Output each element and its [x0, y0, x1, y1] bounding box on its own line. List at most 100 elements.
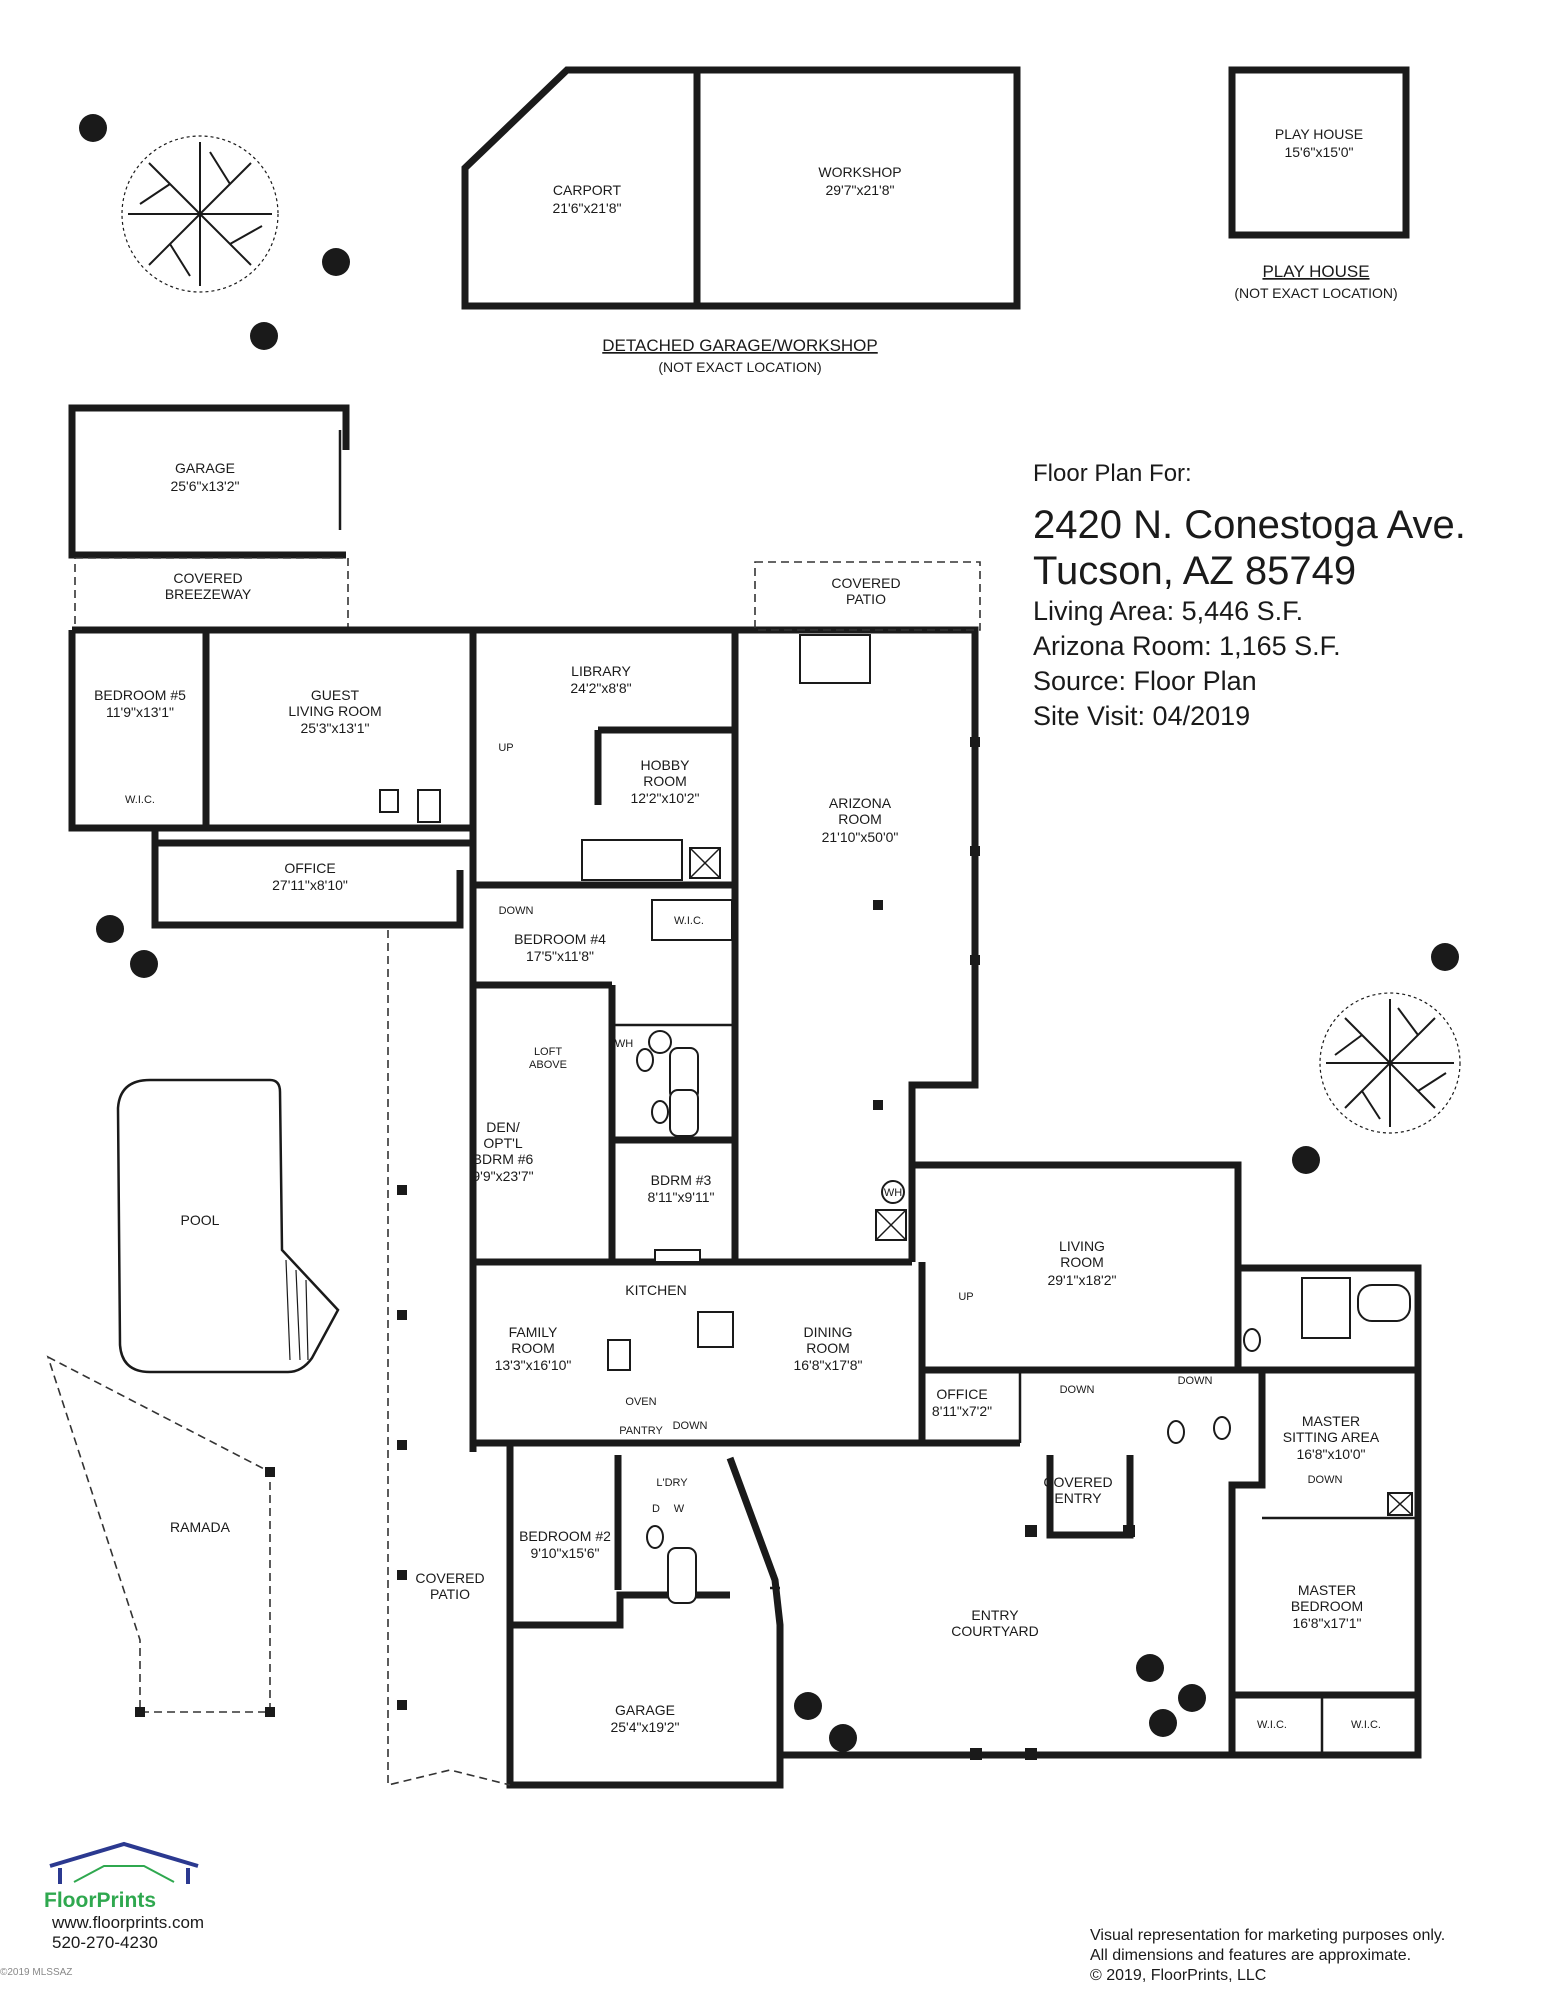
arizona-label-1: ARIZONA — [829, 795, 892, 811]
guest-living-dims: 25'3"x13'1" — [300, 720, 369, 736]
disclaimer-line-3: © 2019, FloorPrints, LLC — [1090, 1967, 1267, 1984]
down-label-1: DOWN — [499, 905, 534, 917]
room-labels: CARPORT 21'6"x21'8" WORKSHOP 29'7"x21'8"… — [94, 126, 1398, 1735]
dining-label-2: ROOM — [806, 1340, 850, 1356]
tree-icon — [121, 135, 1461, 1134]
breezeway-label-2: BREEZEWAY — [165, 586, 252, 602]
play-house-building — [1228, 66, 1410, 239]
playhouse-dims: 15'6"x15'0" — [1284, 144, 1353, 160]
down-label-4: DOWN — [1178, 1375, 1213, 1387]
master-bedroom-label-2: BEDROOM — [1291, 1598, 1363, 1614]
top-garage — [68, 404, 350, 559]
master-sitting-dims: 16'8"x10'0" — [1296, 1446, 1365, 1462]
detached-garage-workshop — [461, 66, 1021, 310]
mls-watermark: ©2019 MLSSAZ — [0, 1967, 73, 1978]
bedroom5-label: BEDROOM #5 — [94, 687, 186, 703]
carport-label: CARPORT — [553, 182, 622, 198]
arizona-dims: 21'10"x50'0" — [822, 829, 899, 845]
den-dims: 9'9"x23'7" — [472, 1168, 533, 1184]
arizona-room-area: Arizona Room: 1,165 S.F. — [1033, 631, 1341, 661]
master-sitting-label-2: SITTING AREA — [1283, 1429, 1380, 1445]
ramada-label: RAMADA — [170, 1519, 231, 1535]
playhouse-label: PLAY HOUSE — [1275, 126, 1363, 142]
master-sitting-label-1: MASTER — [1302, 1413, 1360, 1429]
patio-left-label-2: PATIO — [430, 1586, 470, 1602]
dining-label-1: DINING — [804, 1324, 853, 1340]
office-left-label: OFFICE — [284, 860, 335, 876]
bdrm3-dims: 8'11"x9'11" — [648, 1189, 715, 1205]
covered-patio-left-outline — [387, 930, 511, 1787]
bedroom5-dims: 11'9"x13'1" — [106, 704, 174, 720]
bedroom4-label: BEDROOM #4 — [514, 931, 606, 947]
property-info: Floor Plan For: 2420 N. Conestoga Ave. T… — [1033, 460, 1513, 734]
guest-living-label-1: GUEST — [311, 687, 360, 703]
office-mid-dims: 8'11"x7'2" — [932, 1403, 992, 1419]
covered-entry-label-2: ENTRY — [1054, 1490, 1102, 1506]
master-bedroom-label-1: MASTER — [1298, 1582, 1356, 1598]
carport-dims: 21'6"x21'8" — [552, 200, 621, 216]
master-bedroom-dims: 16'8"x17'1" — [1292, 1615, 1361, 1631]
detached-title: DETACHED GARAGE/WORKSHOP — [602, 336, 878, 355]
website-link[interactable]: www.floorprints.com — [52, 1913, 205, 1932]
playhouse-note: (NOT EXACT LOCATION) — [1234, 285, 1397, 301]
disclaimer-line-2: All dimensions and features are approxim… — [1090, 1947, 1412, 1964]
hobby-label-2: ROOM — [643, 773, 687, 789]
bedroom2-label: BEDROOM #2 — [519, 1528, 611, 1544]
phone-number: 520-270-4230 — [52, 1933, 158, 1952]
covered-entry-label-1: COVERED — [1043, 1474, 1112, 1490]
structural-posts — [397, 737, 1135, 1760]
top-garage-label: GARAGE — [175, 460, 235, 476]
office-mid-label: OFFICE — [936, 1386, 987, 1402]
brand-name-a: Floor — [44, 1889, 97, 1912]
laundry-washer-label: W — [674, 1503, 685, 1515]
down-label-5: DOWN — [1308, 1474, 1343, 1486]
entry-courtyard-label-2: COURTYARD — [951, 1623, 1038, 1639]
pantry-label: PANTRY — [619, 1425, 663, 1437]
house-logo-icon — [49, 1841, 199, 1884]
brand-name-b: Prints — [96, 1889, 157, 1912]
dining-dims: 16'8"x17'8" — [793, 1357, 862, 1373]
family-label-2: ROOM — [511, 1340, 555, 1356]
patio-top-label-1: COVERED — [831, 575, 900, 591]
breezeway-label-1: COVERED — [173, 570, 242, 586]
oven-label: OVEN — [625, 1396, 656, 1408]
living-area: Living Area: 5,446 S.F. — [1033, 596, 1304, 626]
main-house-walls — [68, 626, 1422, 1789]
loft-label-1: LOFT — [534, 1046, 562, 1058]
source: Source: Floor Plan — [1033, 666, 1257, 696]
pool-label: POOL — [181, 1212, 220, 1228]
hobby-label-1: HOBBY — [640, 757, 690, 773]
living-label-1: LIVING — [1059, 1238, 1105, 1254]
loft-label-2: ABOVE — [529, 1059, 567, 1071]
bottom-garage-label: GARAGE — [615, 1702, 675, 1718]
top-garage-dims: 25'6"x13'2" — [170, 478, 239, 494]
bath-fixtures — [379, 789, 1413, 1604]
workshop-dims: 29'7"x21'8" — [825, 182, 894, 198]
disclaimer-line-1: Visual representation for marketing purp… — [1090, 1927, 1446, 1944]
laundry-dryer-label: D — [652, 1503, 660, 1515]
entry-courtyard-label-1: ENTRY — [971, 1607, 1019, 1623]
playhouse-title: PLAY HOUSE — [1262, 262, 1369, 281]
den-label-2: OPT'L — [483, 1135, 522, 1151]
down-label-3: DOWN — [1060, 1384, 1095, 1396]
den-label-1: DEN/ — [486, 1119, 520, 1135]
workshop-label: WORKSHOP — [818, 164, 901, 180]
living-dims: 29'1"x18'2" — [1047, 1272, 1116, 1288]
detached-note: (NOT EXACT LOCATION) — [658, 359, 821, 375]
wh-label-1: WH — [615, 1038, 633, 1050]
office-left-walls — [151, 839, 473, 925]
family-label-1: FAMILY — [509, 1324, 558, 1340]
guest-living-label-2: LIVING ROOM — [288, 703, 381, 719]
pool-outline — [116, 1078, 340, 1374]
bedroom4-dims: 17'5"x11'8" — [526, 948, 594, 964]
den-label-3: BDRM #6 — [473, 1151, 534, 1167]
library-dims: 24'2"x8'8" — [570, 680, 631, 696]
laundry-label: L'DRY — [656, 1477, 688, 1489]
wh-label-2: WH — [884, 1187, 902, 1199]
floorprints-logo: FloorPrints www.floorprints.com 520-270-… — [44, 1840, 264, 1953]
office-left-dims: 27'11"x8'10" — [272, 877, 348, 893]
brand-name: FloorPrints — [44, 1889, 264, 1913]
bottom-garage-dims: 25'4"x19'2" — [610, 1719, 679, 1735]
wic-b4-label: W.I.C. — [674, 915, 704, 927]
